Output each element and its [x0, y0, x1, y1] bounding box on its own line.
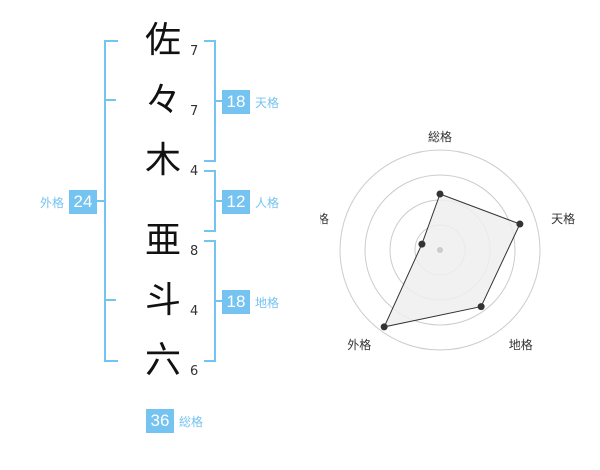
name-char-2: 々: [144, 80, 181, 121]
radar-polygon: [383, 193, 521, 328]
chikaku-label: 地格: [255, 295, 280, 310]
name-char-6: 六: [144, 340, 181, 381]
stroke-count-3: 4: [190, 164, 199, 179]
tenkaku-label: 天格: [255, 95, 280, 110]
jinkaku-badge-group: 12 人格: [222, 190, 279, 214]
name-char-1: 佐: [144, 20, 181, 61]
gaikaku-value: 24: [69, 190, 98, 214]
stroke-count-5: 4: [190, 304, 199, 319]
radar-point-1: [436, 190, 444, 198]
tenkaku-badge-group: 18 天格: [222, 90, 279, 114]
jinkaku-value: 12: [222, 190, 250, 214]
chikaku-value: 18: [222, 290, 250, 314]
jinkaku-connector: [214, 200, 222, 202]
soukaku-badge-group: 36 総格: [146, 409, 203, 433]
radar-ring-4: [339, 149, 541, 351]
stroke-count-4: 8: [190, 244, 199, 259]
stroke-count-2: 7: [190, 104, 199, 119]
gaikaku-tick-1: [104, 99, 116, 101]
soukaku-value: 36: [146, 409, 174, 433]
radar-axis-label-4: 外格: [347, 337, 371, 352]
jinkaku-label: 人格: [255, 195, 280, 210]
gaikaku-bracket: [104, 40, 118, 362]
gaikaku-tick-2: [104, 299, 116, 301]
soukaku-label: 総格: [179, 414, 204, 429]
radar-point-5: [418, 240, 426, 248]
radar-axis-label-5: 人格: [320, 211, 329, 226]
stroke-count-6: 6: [190, 364, 199, 379]
radar-point-3: [477, 303, 485, 311]
gaikaku-badge-group: 外格 24: [40, 190, 98, 214]
radar-axis-label-1: 総格: [428, 129, 452, 144]
tenkaku-connector: [214, 100, 222, 102]
name-char-3: 木: [144, 140, 181, 181]
radar-point-4: [380, 323, 388, 331]
name-char-4: 亜: [144, 220, 181, 261]
radar-axis-label-3: 地格: [509, 337, 533, 352]
stroke-count-1: 7: [190, 44, 199, 59]
chikaku-connector: [214, 300, 222, 302]
radar-ring-3: [364, 174, 516, 326]
chikaku-badge-group: 18 地格: [222, 290, 279, 314]
name-char-5: 斗: [144, 280, 181, 321]
gaikaku-connector: [96, 200, 104, 202]
tenkaku-value: 18: [222, 90, 250, 114]
gaikaku-label: 外格: [40, 195, 65, 210]
radar-center: [437, 247, 443, 253]
radar-point-2: [516, 220, 524, 228]
radar-axis-label-2: 天格: [551, 211, 575, 226]
